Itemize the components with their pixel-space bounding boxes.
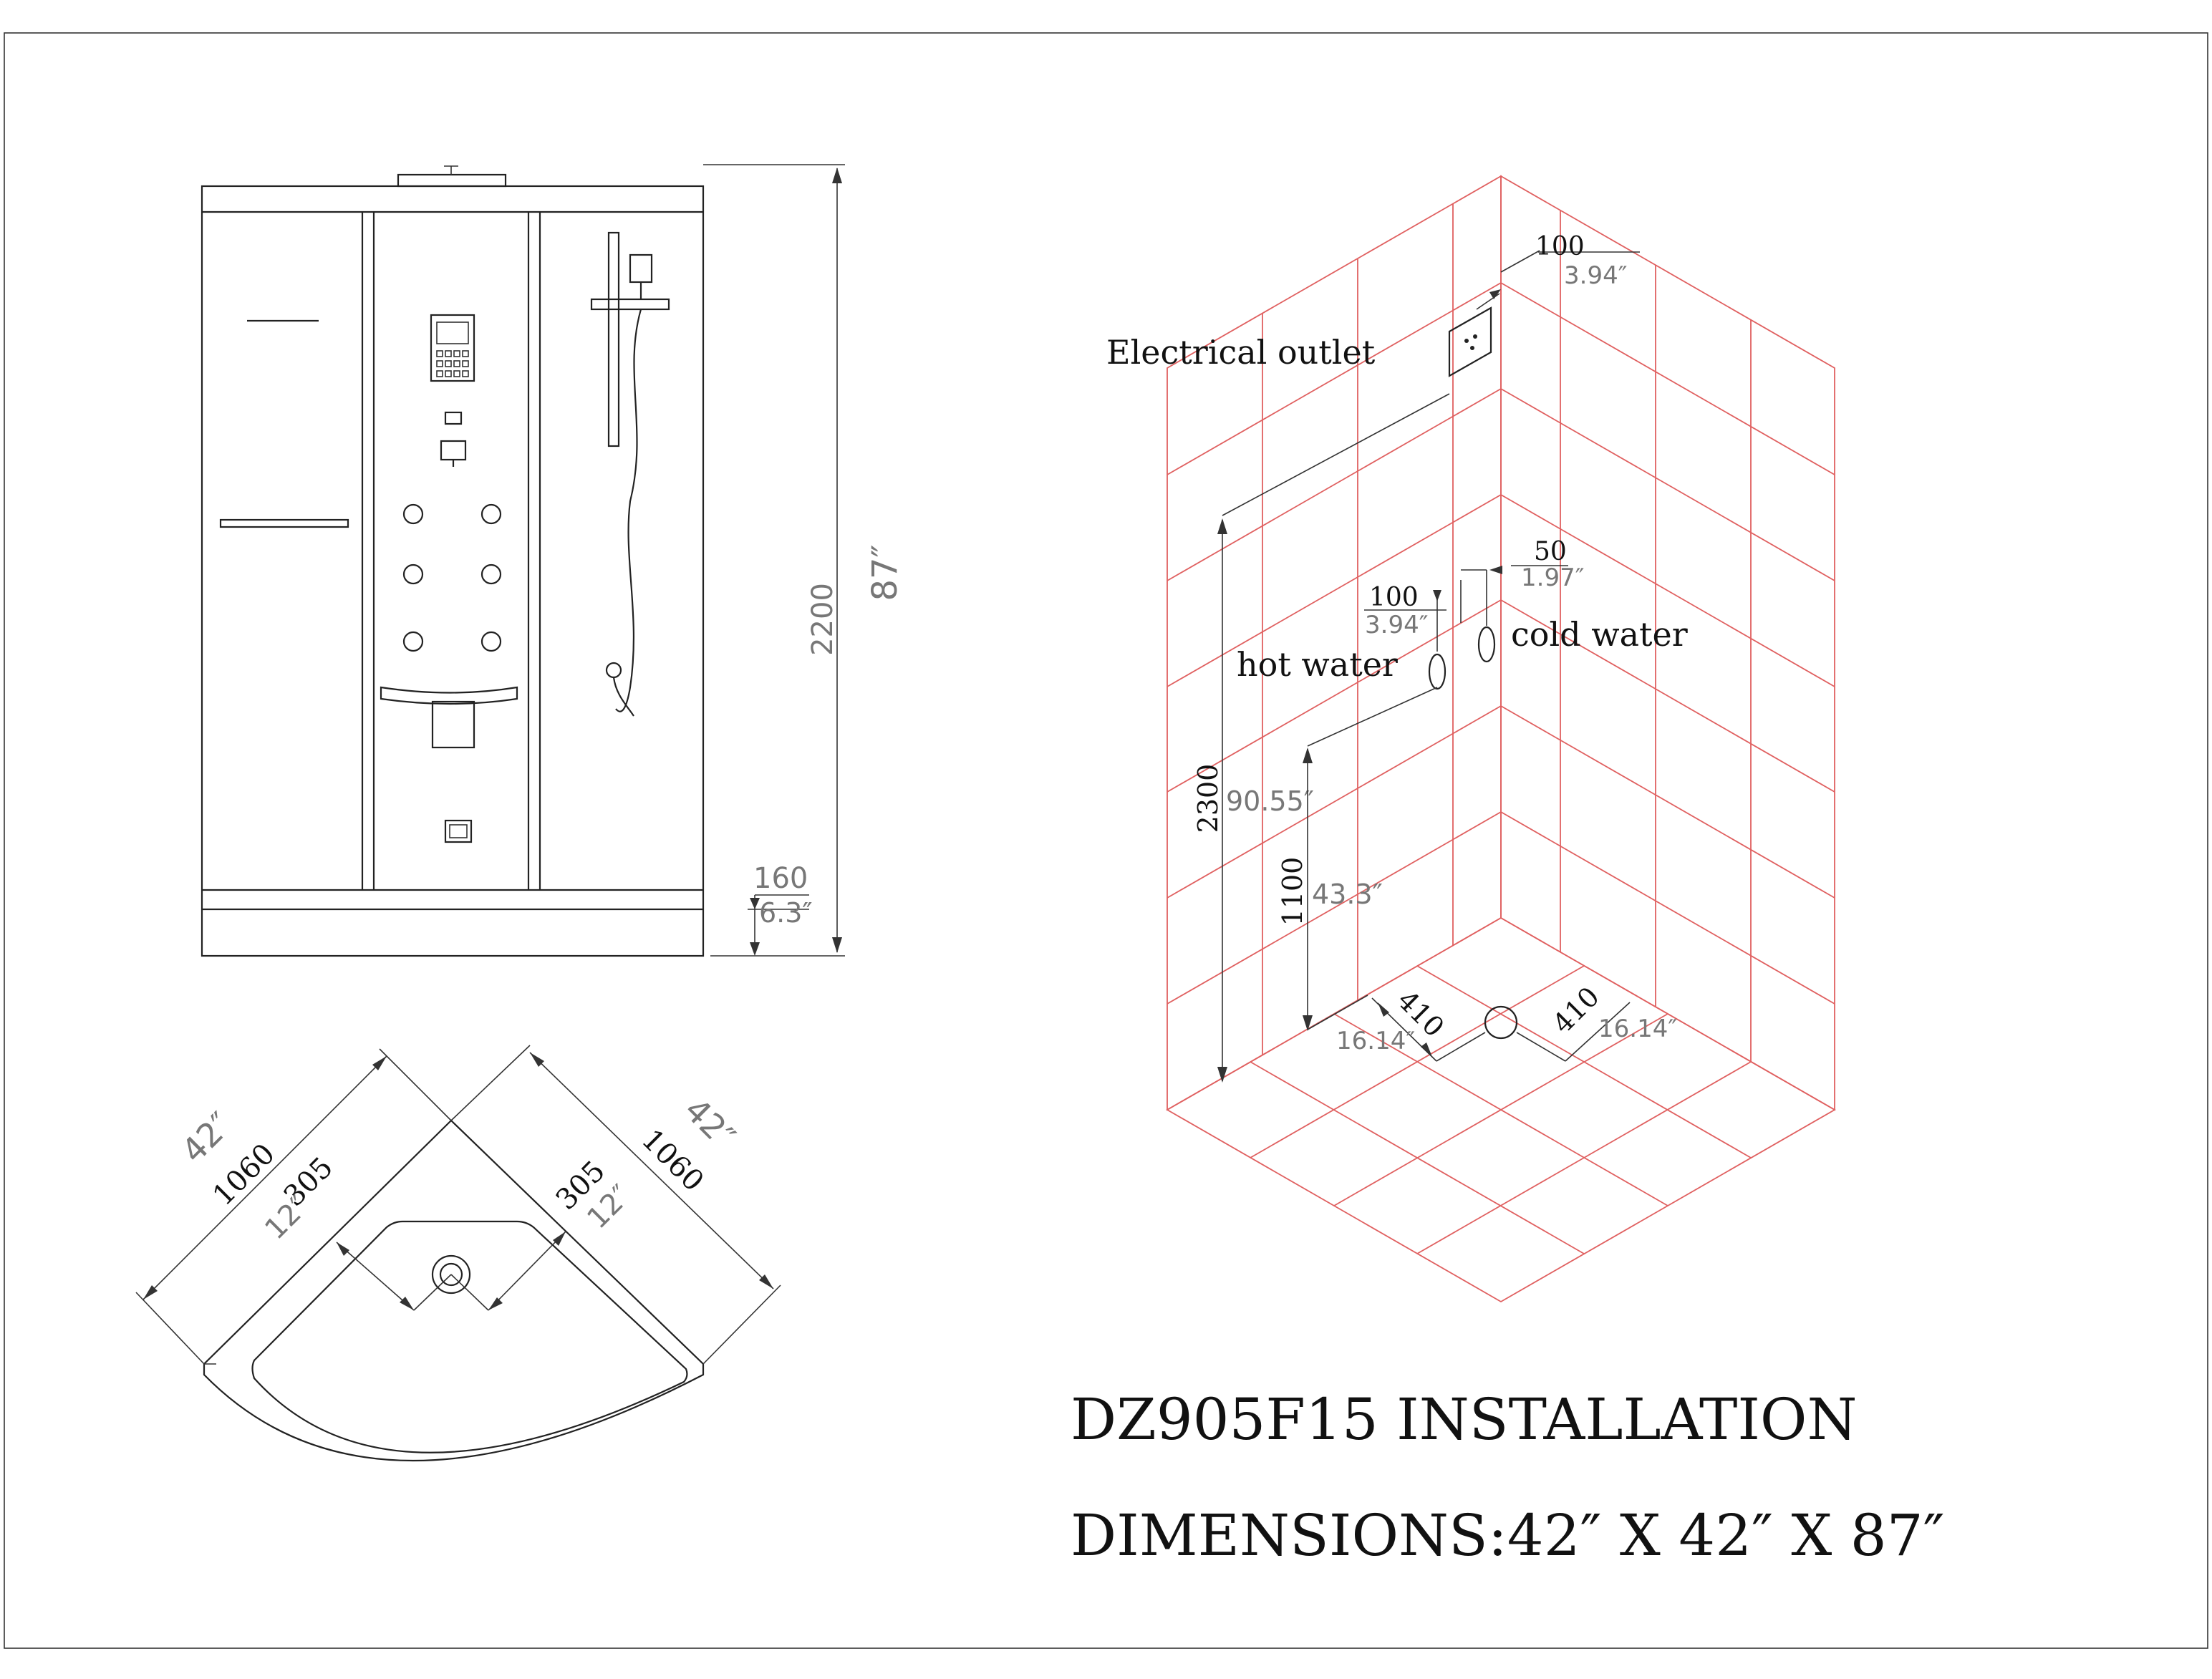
outlet-height-in: 90.55″	[1226, 785, 1314, 817]
hand-shower-icon	[590, 231, 670, 717]
installation-corner: Electrical outlet 100 3.94″ 2300 90.55″ …	[1106, 175, 1836, 1303]
right-side-in: 42″	[677, 1090, 743, 1156]
drain-right-mm: 410	[1547, 981, 1605, 1040]
jet-icon	[480, 503, 502, 525]
speaker-icon	[444, 411, 463, 425]
hot-water-label: hot water	[1237, 645, 1398, 684]
mixer-valve-icon	[440, 440, 467, 461]
cold-water-inlet-icon	[1477, 626, 1496, 663]
towel-bar	[219, 518, 349, 528]
right-side-dim-line	[529, 1052, 774, 1290]
outlet-height-mm: 2300	[1192, 764, 1224, 833]
left-wall-grid	[1167, 175, 1502, 1111]
height-mm: 2200	[806, 583, 839, 656]
cold-water-label: cold water	[1511, 615, 1688, 654]
left-side-dim-line	[143, 1055, 387, 1300]
jet-icon	[480, 563, 502, 585]
jet-icon	[402, 631, 424, 652]
cold-offset-mm: 50	[1534, 537, 1567, 566]
control-panel-icon	[430, 314, 475, 382]
shelf-icon	[380, 686, 518, 705]
floor-grid	[1166, 916, 1836, 1303]
tray-outline	[203, 1119, 705, 1461]
base-mm: 160	[753, 862, 808, 895]
drain-left-in: 16.14″	[1336, 1027, 1415, 1055]
base-in: 6.3″	[759, 897, 813, 929]
electrical-outlet-label: Electrical outlet	[1106, 333, 1376, 372]
hot-offset-in: 3.94″	[1365, 611, 1428, 639]
plan-view: 42″ 1060 42″ 1060 305 12″ 305 12″	[135, 1045, 781, 1461]
front-view: 2200 87″ 160 6.3″	[201, 164, 905, 957]
water-height-in: 43.3″	[1312, 879, 1383, 910]
hot-offset-mm: 100	[1369, 583, 1419, 612]
waterfall-icon	[431, 700, 475, 749]
left-side-in: 42″	[174, 1105, 240, 1171]
height-in: 87″	[865, 544, 905, 601]
water-height-mm: 1100	[1277, 857, 1308, 926]
jet-icon	[402, 563, 424, 585]
body-jets	[402, 503, 502, 652]
hot-water-inlet-icon	[1428, 653, 1447, 690]
electrical-outlet-icon	[1448, 306, 1492, 377]
cold-offset-in: 1.97″	[1521, 563, 1584, 592]
floor-drain-icon	[1484, 1005, 1518, 1040]
dimensions-title: DIMENSIONS:42″ X 42″ X 87″	[1071, 1502, 1944, 1569]
drawing-frame	[4, 32, 2208, 1649]
model-title: DZ905F15 INSTALLATION	[1071, 1386, 1858, 1453]
outlet-offset-in: 3.94″	[1564, 261, 1627, 290]
outlet-offset-mm: 100	[1535, 232, 1585, 261]
jet-icon	[480, 631, 502, 652]
jet-icon	[402, 503, 424, 525]
tray-basin	[251, 1220, 688, 1453]
drain-icon	[431, 1254, 471, 1295]
right-wall-grid	[1500, 175, 1835, 1111]
steam-outlet-icon	[444, 819, 473, 843]
cabin-outline	[201, 185, 705, 957]
drain-right-in: 16.14″	[1598, 1015, 1677, 1043]
cabin-top-fitting	[397, 173, 507, 188]
